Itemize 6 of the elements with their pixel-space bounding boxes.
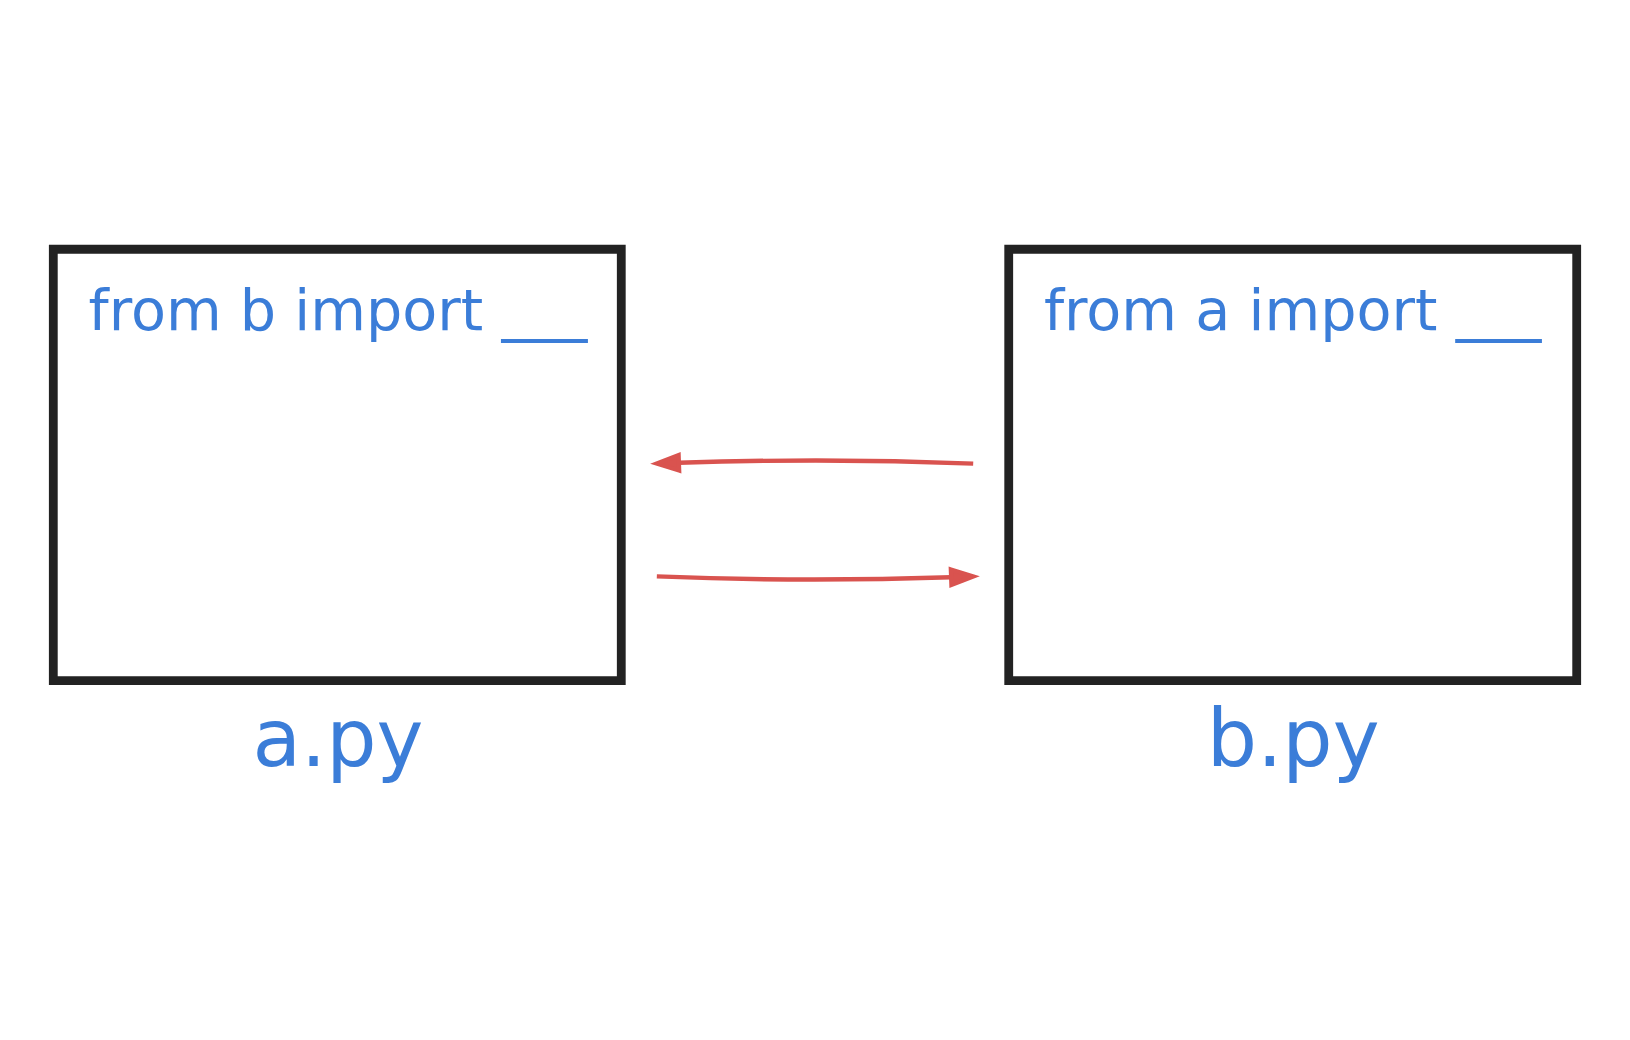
arrow — [656, 566, 980, 589]
node-box: from a import ___ — [1004, 244, 1582, 686]
node-label: b.py — [1206, 692, 1380, 786]
node-box: from b import ___ — [48, 244, 626, 686]
arrow — [650, 451, 974, 474]
node-label: a.py — [252, 692, 424, 786]
